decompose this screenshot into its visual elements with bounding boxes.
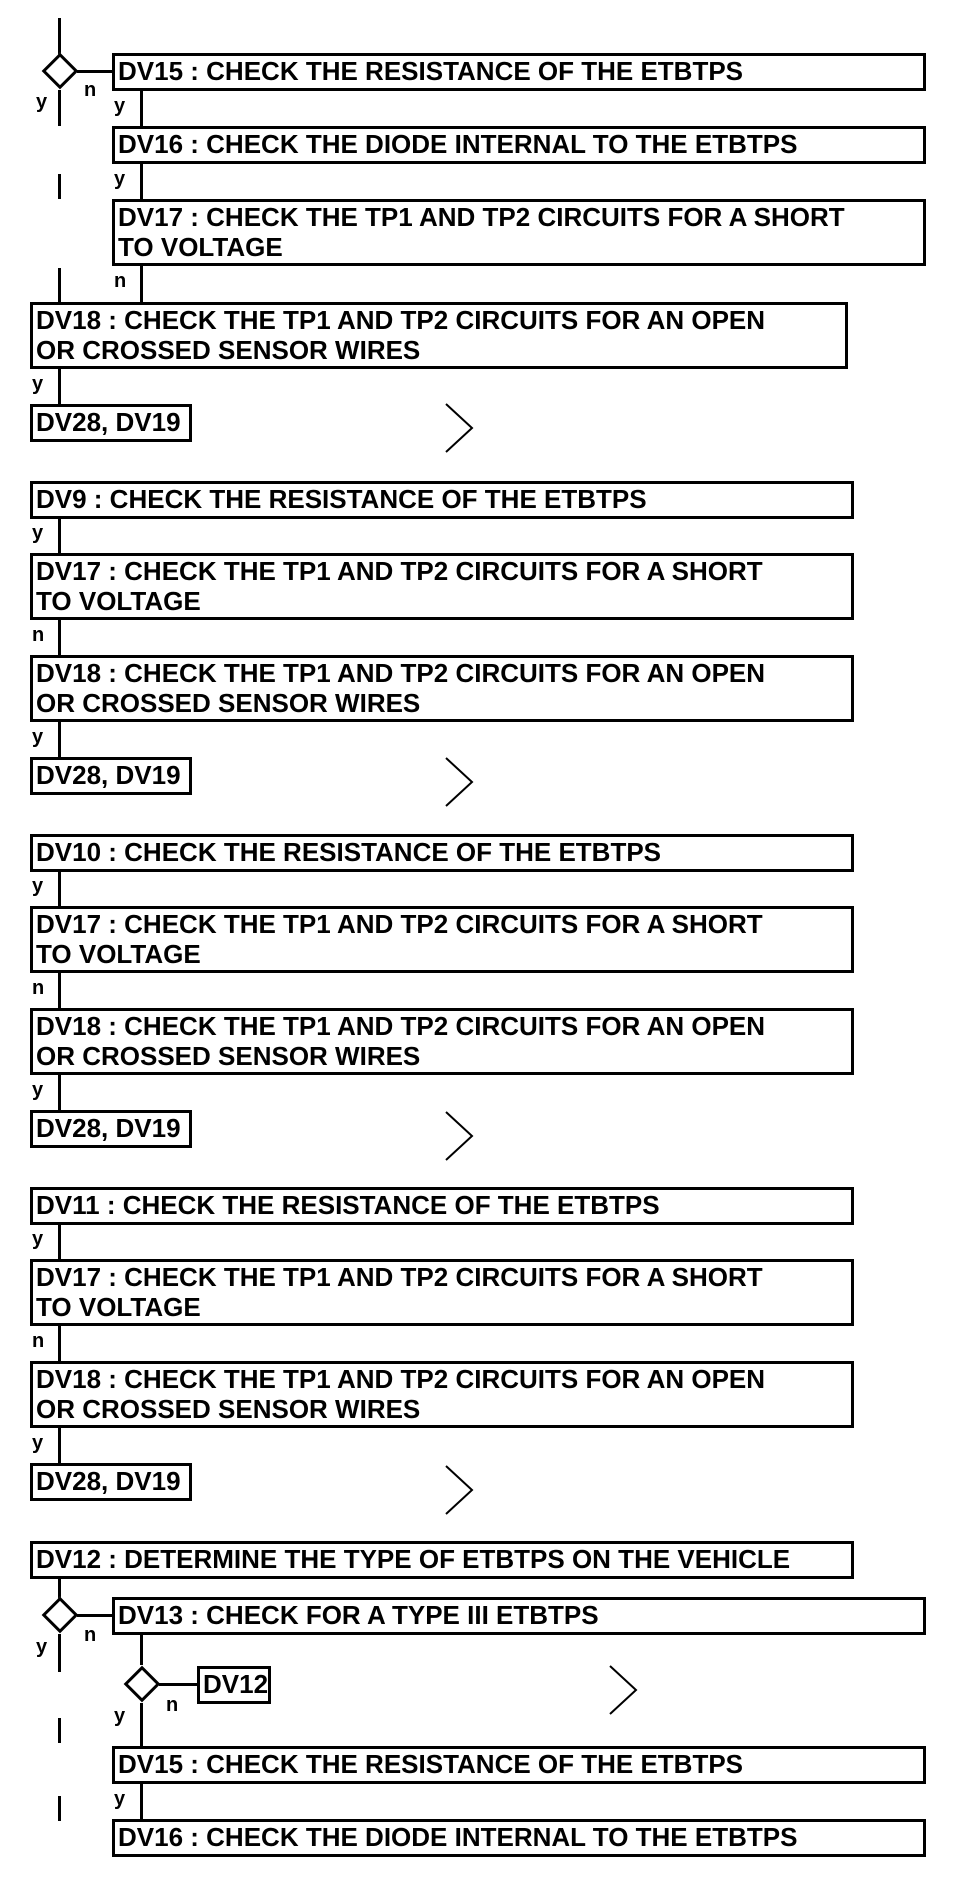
connector-line [140, 1703, 143, 1748]
step-dv15-b: DV15 : CHECK THE RESISTANCE OF THE ETBTP… [112, 1746, 926, 1784]
no-label: n [114, 270, 127, 292]
no-label: n [166, 1694, 179, 1716]
step-dv15-a: DV15 : CHECK THE RESISTANCE OF THE ETBTP… [112, 53, 926, 91]
connector-line [58, 722, 61, 758]
main-flow-line [58, 18, 61, 60]
connector-line [140, 91, 143, 128]
step-dv18-c: DV18 : CHECK THE TP1 AND TP2 CIRCUITS FO… [30, 1008, 854, 1075]
no-label: n [84, 1624, 97, 1646]
step-dv28-a: DV28, DV19 [30, 404, 192, 442]
yes-label: y [32, 726, 44, 748]
continue-arrow-icon [445, 1111, 474, 1161]
step-dv13: DV13 : CHECK FOR A TYPE III ETBTPS [112, 1597, 926, 1635]
continue-arrow-icon [609, 1665, 638, 1715]
yes-label: y [114, 168, 126, 190]
no-label: n [32, 977, 45, 999]
yes-label: y [32, 875, 44, 897]
connector-line [58, 973, 61, 1009]
main-flow-line [58, 1796, 61, 1821]
step-dv17-a: DV17 : CHECK THE TP1 AND TP2 CIRCUITS FO… [112, 199, 926, 266]
main-flow-line [58, 268, 61, 304]
step-dv11: DV11 : CHECK THE RESISTANCE OF THE ETBTP… [30, 1187, 854, 1225]
connector-line [77, 70, 115, 73]
yes-label: y [114, 1705, 126, 1727]
connector-line [58, 369, 61, 405]
connector-line [140, 266, 143, 302]
connector-line [58, 872, 61, 908]
no-label: n [32, 624, 45, 646]
continue-arrow-icon [445, 1465, 474, 1515]
step-dv17-d: DV17 : CHECK THE TP1 AND TP2 CIRCUITS FO… [30, 1259, 854, 1326]
main-flow-line [58, 90, 61, 126]
step-dv28-b: DV28, DV19 [30, 757, 192, 795]
no-label: n [32, 1330, 45, 1352]
yes-label: y [32, 1432, 44, 1454]
step-dv9: DV9 : CHECK THE RESISTANCE OF THE ETBTPS [30, 481, 854, 519]
decision-diamond [41, 52, 79, 90]
yes-label: y [114, 95, 126, 117]
main-flow-line [58, 174, 61, 199]
step-dv17-c: DV17 : CHECK THE TP1 AND TP2 CIRCUITS FO… [30, 906, 854, 973]
yes-label: y [36, 1636, 48, 1658]
decision-diamond [41, 1596, 79, 1634]
no-label: n [84, 79, 97, 101]
decision-diamond [123, 1665, 161, 1703]
yes-label: y [32, 522, 44, 544]
connector-line [77, 1614, 115, 1617]
connector-line [140, 1635, 143, 1665]
main-flow-line [58, 1579, 61, 1604]
connector-line [58, 519, 61, 555]
connector-line [58, 1225, 61, 1261]
yes-label: y [32, 1228, 44, 1250]
connector-line [58, 620, 61, 656]
main-flow-line [58, 1718, 61, 1743]
step-dv18-b: DV18 : CHECK THE TP1 AND TP2 CIRCUITS FO… [30, 655, 854, 722]
yes-label: y [114, 1788, 126, 1810]
step-dv12-ref: DV12 [197, 1666, 271, 1704]
step-dv16-a: DV16 : CHECK THE DIODE INTERNAL TO THE E… [112, 126, 926, 164]
connector-line [140, 1784, 143, 1821]
step-dv12: DV12 : DETERMINE THE TYPE OF ETBTPS ON T… [30, 1541, 854, 1579]
connector-line [58, 1075, 61, 1111]
continue-arrow-icon [445, 757, 474, 807]
yes-label: y [36, 91, 48, 113]
step-dv28-d: DV28, DV19 [30, 1463, 192, 1501]
connector-line [58, 1326, 61, 1362]
step-dv18-a: DV18 : CHECK THE TP1 AND TP2 CIRCUITS FO… [30, 302, 848, 369]
step-dv18-d: DV18 : CHECK THE TP1 AND TP2 CIRCUITS FO… [30, 1361, 854, 1428]
step-dv16-b: DV16 : CHECK THE DIODE INTERNAL TO THE E… [112, 1819, 926, 1857]
step-dv10: DV10 : CHECK THE RESISTANCE OF THE ETBTP… [30, 834, 854, 872]
continue-arrow-icon [445, 403, 474, 453]
connector-line [159, 1683, 199, 1686]
step-dv17-b: DV17 : CHECK THE TP1 AND TP2 CIRCUITS FO… [30, 553, 854, 620]
connector-line [58, 1428, 61, 1464]
yes-label: y [32, 1079, 44, 1101]
yes-label: y [32, 373, 44, 395]
main-flow-line [58, 1634, 61, 1672]
step-dv28-c: DV28, DV19 [30, 1110, 192, 1148]
connector-line [140, 164, 143, 201]
